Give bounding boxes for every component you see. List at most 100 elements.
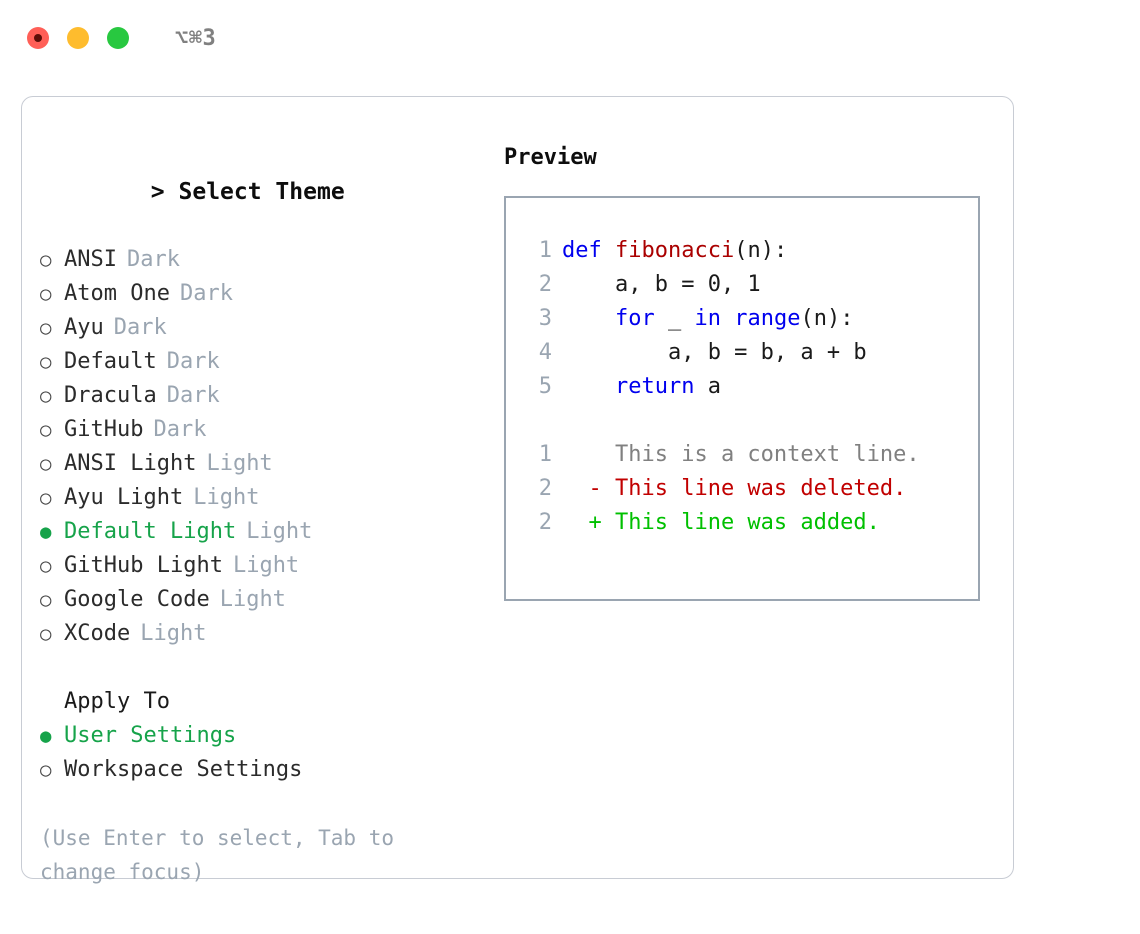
theme-variant-badge: Dark <box>166 383 220 408</box>
preview-heading: Preview <box>504 145 597 170</box>
code-text: def fibonacci(n): <box>562 234 787 268</box>
theme-option-github[interactable]: ○ GitHub Dark <box>40 413 492 447</box>
theme-name: GitHub <box>64 417 144 442</box>
token-pl: (n): <box>800 306 854 331</box>
window-titlebar: ⌥⌘3 <box>0 0 1140 76</box>
radio-unselected-icon: ○ <box>40 419 52 441</box>
theme-variant-badge: Dark <box>126 247 180 272</box>
theme-name: Atom One <box>64 281 170 306</box>
theme-variant-badge: Light <box>206 451 273 476</box>
theme-variant-badge: Light <box>219 587 286 612</box>
theme-option-default[interactable]: ○ Default Dark <box>40 345 492 379</box>
radio-unselected-icon: ○ <box>40 759 52 781</box>
theme-variant-badge: Dark <box>166 349 220 374</box>
apply-to-label: Workspace Settings <box>64 757 303 782</box>
diff-line: 1 This is a context line. <box>524 438 978 472</box>
diff-line: 2 - This line was deleted. <box>524 472 978 506</box>
token-fn: fibonacci <box>614 238 735 263</box>
line-number: 2 <box>538 510 552 535</box>
radio-unselected-icon: ○ <box>40 249 52 271</box>
line-number: 2 <box>538 272 552 297</box>
theme-variant-badge: Light <box>246 519 313 544</box>
radio-unselected-icon: ○ <box>40 589 52 611</box>
radio-unselected-icon: ○ <box>40 453 52 475</box>
theme-option-github-light[interactable]: ○ GitHub Light Light <box>40 549 492 583</box>
token-pl: (n): <box>734 238 788 263</box>
theme-name: Dracula <box>64 383 157 408</box>
theme-name: ANSI <box>64 247 117 272</box>
page-title: > Select Theme <box>40 141 492 243</box>
keyboard-hint: (Use Enter to select, Tab to change focu… <box>40 826 395 884</box>
token-pl <box>562 374 615 399</box>
minimize-button[interactable] <box>67 27 89 49</box>
diff-text-added: + This line was added. <box>562 510 880 535</box>
line-number: 2 <box>538 476 552 501</box>
theme-name: Ayu <box>64 315 104 340</box>
line-number: 1 <box>538 442 552 467</box>
token-pl <box>562 306 615 331</box>
spacer <box>524 404 978 438</box>
line-number: 5 <box>538 374 552 399</box>
line-number: 1 <box>538 238 552 263</box>
theme-variant-badge: Light <box>232 553 300 578</box>
theme-name: Google Code <box>64 587 210 612</box>
theme-variant-badge: Dark <box>153 417 207 442</box>
prompt-marker-icon: > <box>150 179 165 205</box>
code-line: 1 def fibonacci(n): <box>524 234 978 268</box>
code-line: 4 a, b = b, a + b <box>524 336 978 370</box>
diff-text-context: This is a context line. <box>562 442 920 467</box>
code-line: 5 return a <box>524 370 978 404</box>
theme-option-google-code[interactable]: ○ Google Code Light <box>40 583 492 617</box>
radio-unselected-icon: ○ <box>40 351 52 373</box>
token-kw: range <box>734 306 801 331</box>
token-kw: for <box>614 306 655 331</box>
radio-unselected-icon: ○ <box>40 555 52 577</box>
theme-option-dracula[interactable]: ○ Dracula Dark <box>40 379 492 413</box>
apply-to-heading: Apply To <box>64 689 170 714</box>
theme-variant-badge: Dark <box>113 315 167 340</box>
spacer <box>40 651 492 685</box>
theme-variant-badge: Dark <box>179 281 233 306</box>
theme-name: Default <box>64 349 157 374</box>
token-pl: a, b = 0, 1 <box>562 272 761 297</box>
theme-name: GitHub Light <box>64 553 223 578</box>
radio-unselected-icon: ○ <box>40 623 52 645</box>
diff-line: 2 + This line was added. <box>524 506 978 540</box>
code-text: a, b = 0, 1 <box>562 268 761 302</box>
token-kw: in <box>694 306 721 331</box>
radio-unselected-icon: ○ <box>40 385 52 407</box>
apply-to-option-workspace-settings[interactable]: ○ Workspace Settings <box>40 753 492 787</box>
token-kw: def <box>562 238 615 263</box>
radio-unselected-icon: ○ <box>40 283 52 305</box>
select-theme-heading: Select Theme <box>178 179 345 205</box>
traffic-light-buttons <box>27 27 129 49</box>
diff-text-deleted: - This line was deleted. <box>562 476 907 501</box>
theme-option-atom-one[interactable]: ○ Atom One Dark <box>40 277 492 311</box>
close-button[interactable] <box>27 27 49 49</box>
token-pl: a, b = b, a + b <box>562 340 867 365</box>
token-kw: return <box>614 374 695 399</box>
keyboard-shortcut-label: ⌥⌘3 <box>175 25 217 51</box>
token-pl: _ <box>654 306 695 331</box>
token-pl <box>721 306 734 331</box>
theme-option-ansi-light[interactable]: ○ ANSI Light Light <box>40 447 492 481</box>
theme-option-ansi[interactable]: ○ ANSI Dark <box>40 243 492 277</box>
line-number: 3 <box>538 306 552 331</box>
apply-to-option-user-settings[interactable]: ●User Settings <box>40 719 492 753</box>
maximize-button[interactable] <box>107 27 129 49</box>
token-pl: a <box>694 374 721 399</box>
apply-to-list: ●User Settings ○ Workspace Settings <box>40 719 492 787</box>
theme-name: Default Light <box>64 519 237 544</box>
theme-name: ANSI Light <box>64 451 197 476</box>
theme-variant-badge: Light <box>140 621 207 646</box>
theme-name: Ayu Light <box>64 485 184 510</box>
